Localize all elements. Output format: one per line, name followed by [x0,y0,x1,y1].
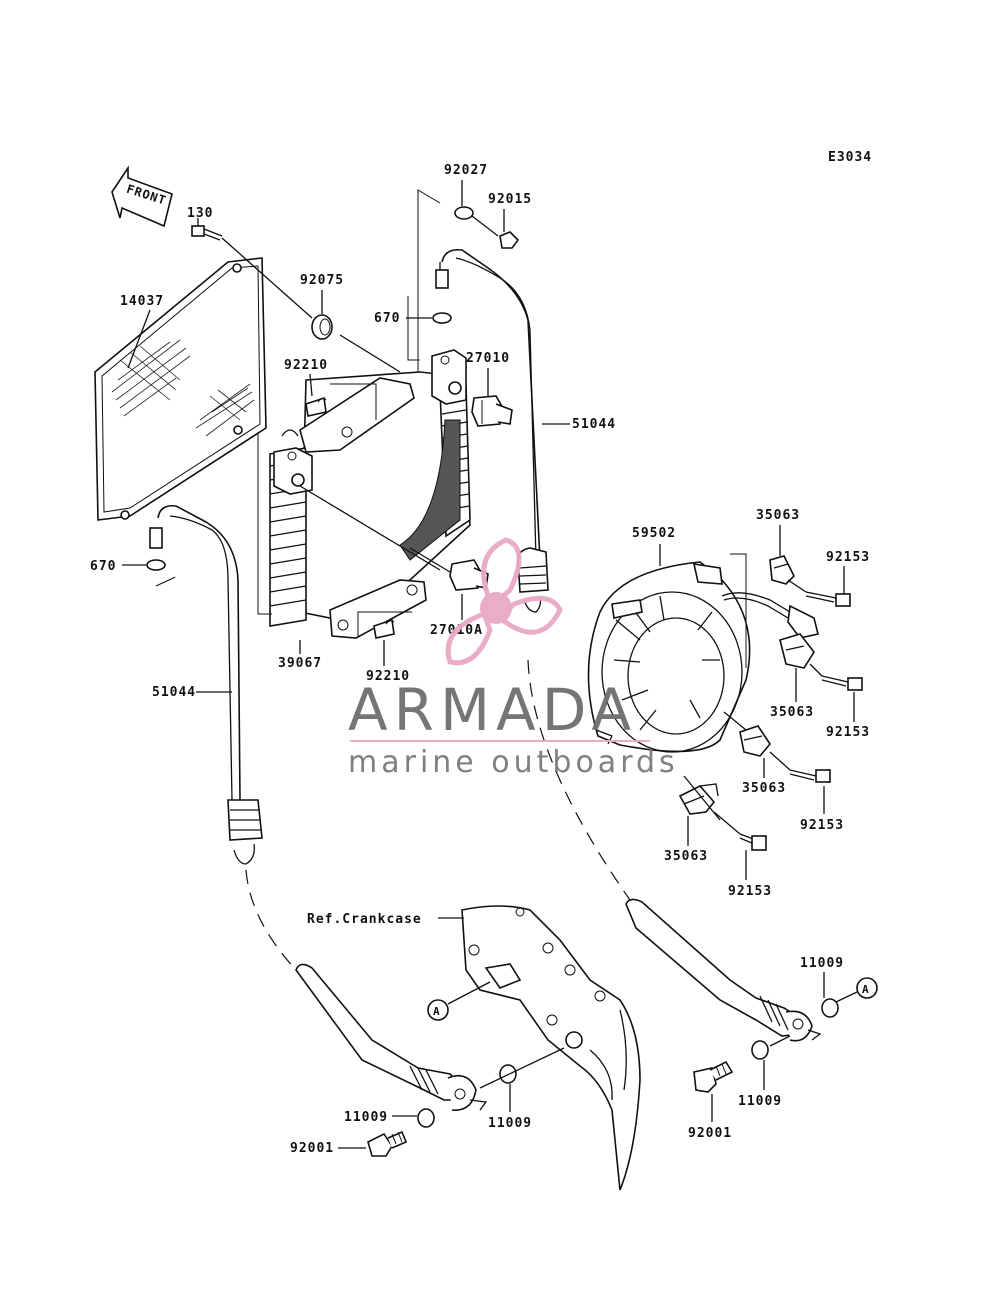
bolt-92001-right [693,1060,734,1093]
svg-text:A: A [862,983,870,996]
ref-crankcase-label: Ref.Crankcase [307,912,422,927]
watermark-title: ARMADA [348,676,637,744]
bolt-130 [191,218,223,241]
label-92210-bottom: 92210 [366,669,410,684]
bolt-92153-lower [789,769,831,783]
clamp-35063-bottom [678,783,719,815]
washer-11009-left [417,1108,435,1128]
label-130: 130 [187,206,213,221]
washer-11009-right-bottom [751,1040,769,1060]
label-27010: 27010 [466,351,510,366]
label-670-left: 670 [90,559,116,574]
label-39067: 39067 [278,656,322,671]
label-92001-left: 92001 [290,1141,334,1156]
label-92153-lower: 92153 [800,818,844,833]
label-92153-mid: 92153 [826,725,870,740]
cover-plate-14037 [94,257,267,521]
label-92153-top: 92153 [826,550,870,565]
label-11009-right-bottom: 11009 [738,1094,782,1109]
label-11009-left: 11009 [344,1110,388,1125]
armada-watermark: ARMADA marine outboards [348,537,679,780]
clamp-35063-top [769,555,795,585]
fan-shroud-59502 [587,561,819,753]
label-59502: 59502 [632,526,676,541]
label-35063-top: 35063 [756,508,800,523]
clip-92210-bottom [373,618,395,639]
label-92015: 92015 [488,192,532,207]
label-11009-leftmid: 11009 [488,1116,532,1131]
switch-27010 [471,395,513,427]
oil-cooler-39067 [269,349,471,639]
diagram-code: E3034 [828,150,872,165]
watermark-subtitle: marine outboards [348,745,679,780]
washer-11009-right-top [821,998,839,1018]
label-92210-top: 92210 [284,358,328,373]
hose-lower-left [295,963,488,1111]
label-51044-right: 51044 [572,417,616,432]
label-670-top: 670 [374,311,400,326]
hose-lower-right [625,898,822,1042]
bolt-92153-top [805,591,851,607]
label-92027: 92027 [444,163,488,178]
label-35063-mid: 35063 [770,705,814,720]
propeller-logo-icon [445,537,563,666]
grommet-92075 [311,314,333,340]
crankcase-ref [461,905,641,1191]
marker-a-left: A [427,999,449,1021]
washer-92027 [454,206,474,220]
label-35063-lower: 35063 [742,781,786,796]
bolt-92153-mid [821,675,863,691]
label-92001-right: 92001 [688,1126,732,1141]
bolt-92001-left [367,1130,408,1157]
clamp-35063-mid [779,633,815,669]
front-arrow-icon: FRONT [111,165,173,228]
bolt-92153-bottom [739,833,767,851]
hose-51044-left [149,504,263,865]
label-14037: 14037 [120,294,164,309]
label-92075: 92075 [300,273,344,288]
oring-670-top [432,312,452,324]
label-11009-right-top: 11009 [800,956,844,971]
clamp-35063-lower [739,725,771,757]
marker-a-right: A [856,977,878,999]
label-51044-left: 51044 [152,685,196,700]
label-35063-bottom: 35063 [664,849,708,864]
svg-text:A: A [433,1005,441,1018]
nut-92015 [499,231,520,249]
label-92153-bottom: 92153 [728,884,772,899]
oring-670-left [146,559,166,571]
clip-92210-top [305,396,327,417]
